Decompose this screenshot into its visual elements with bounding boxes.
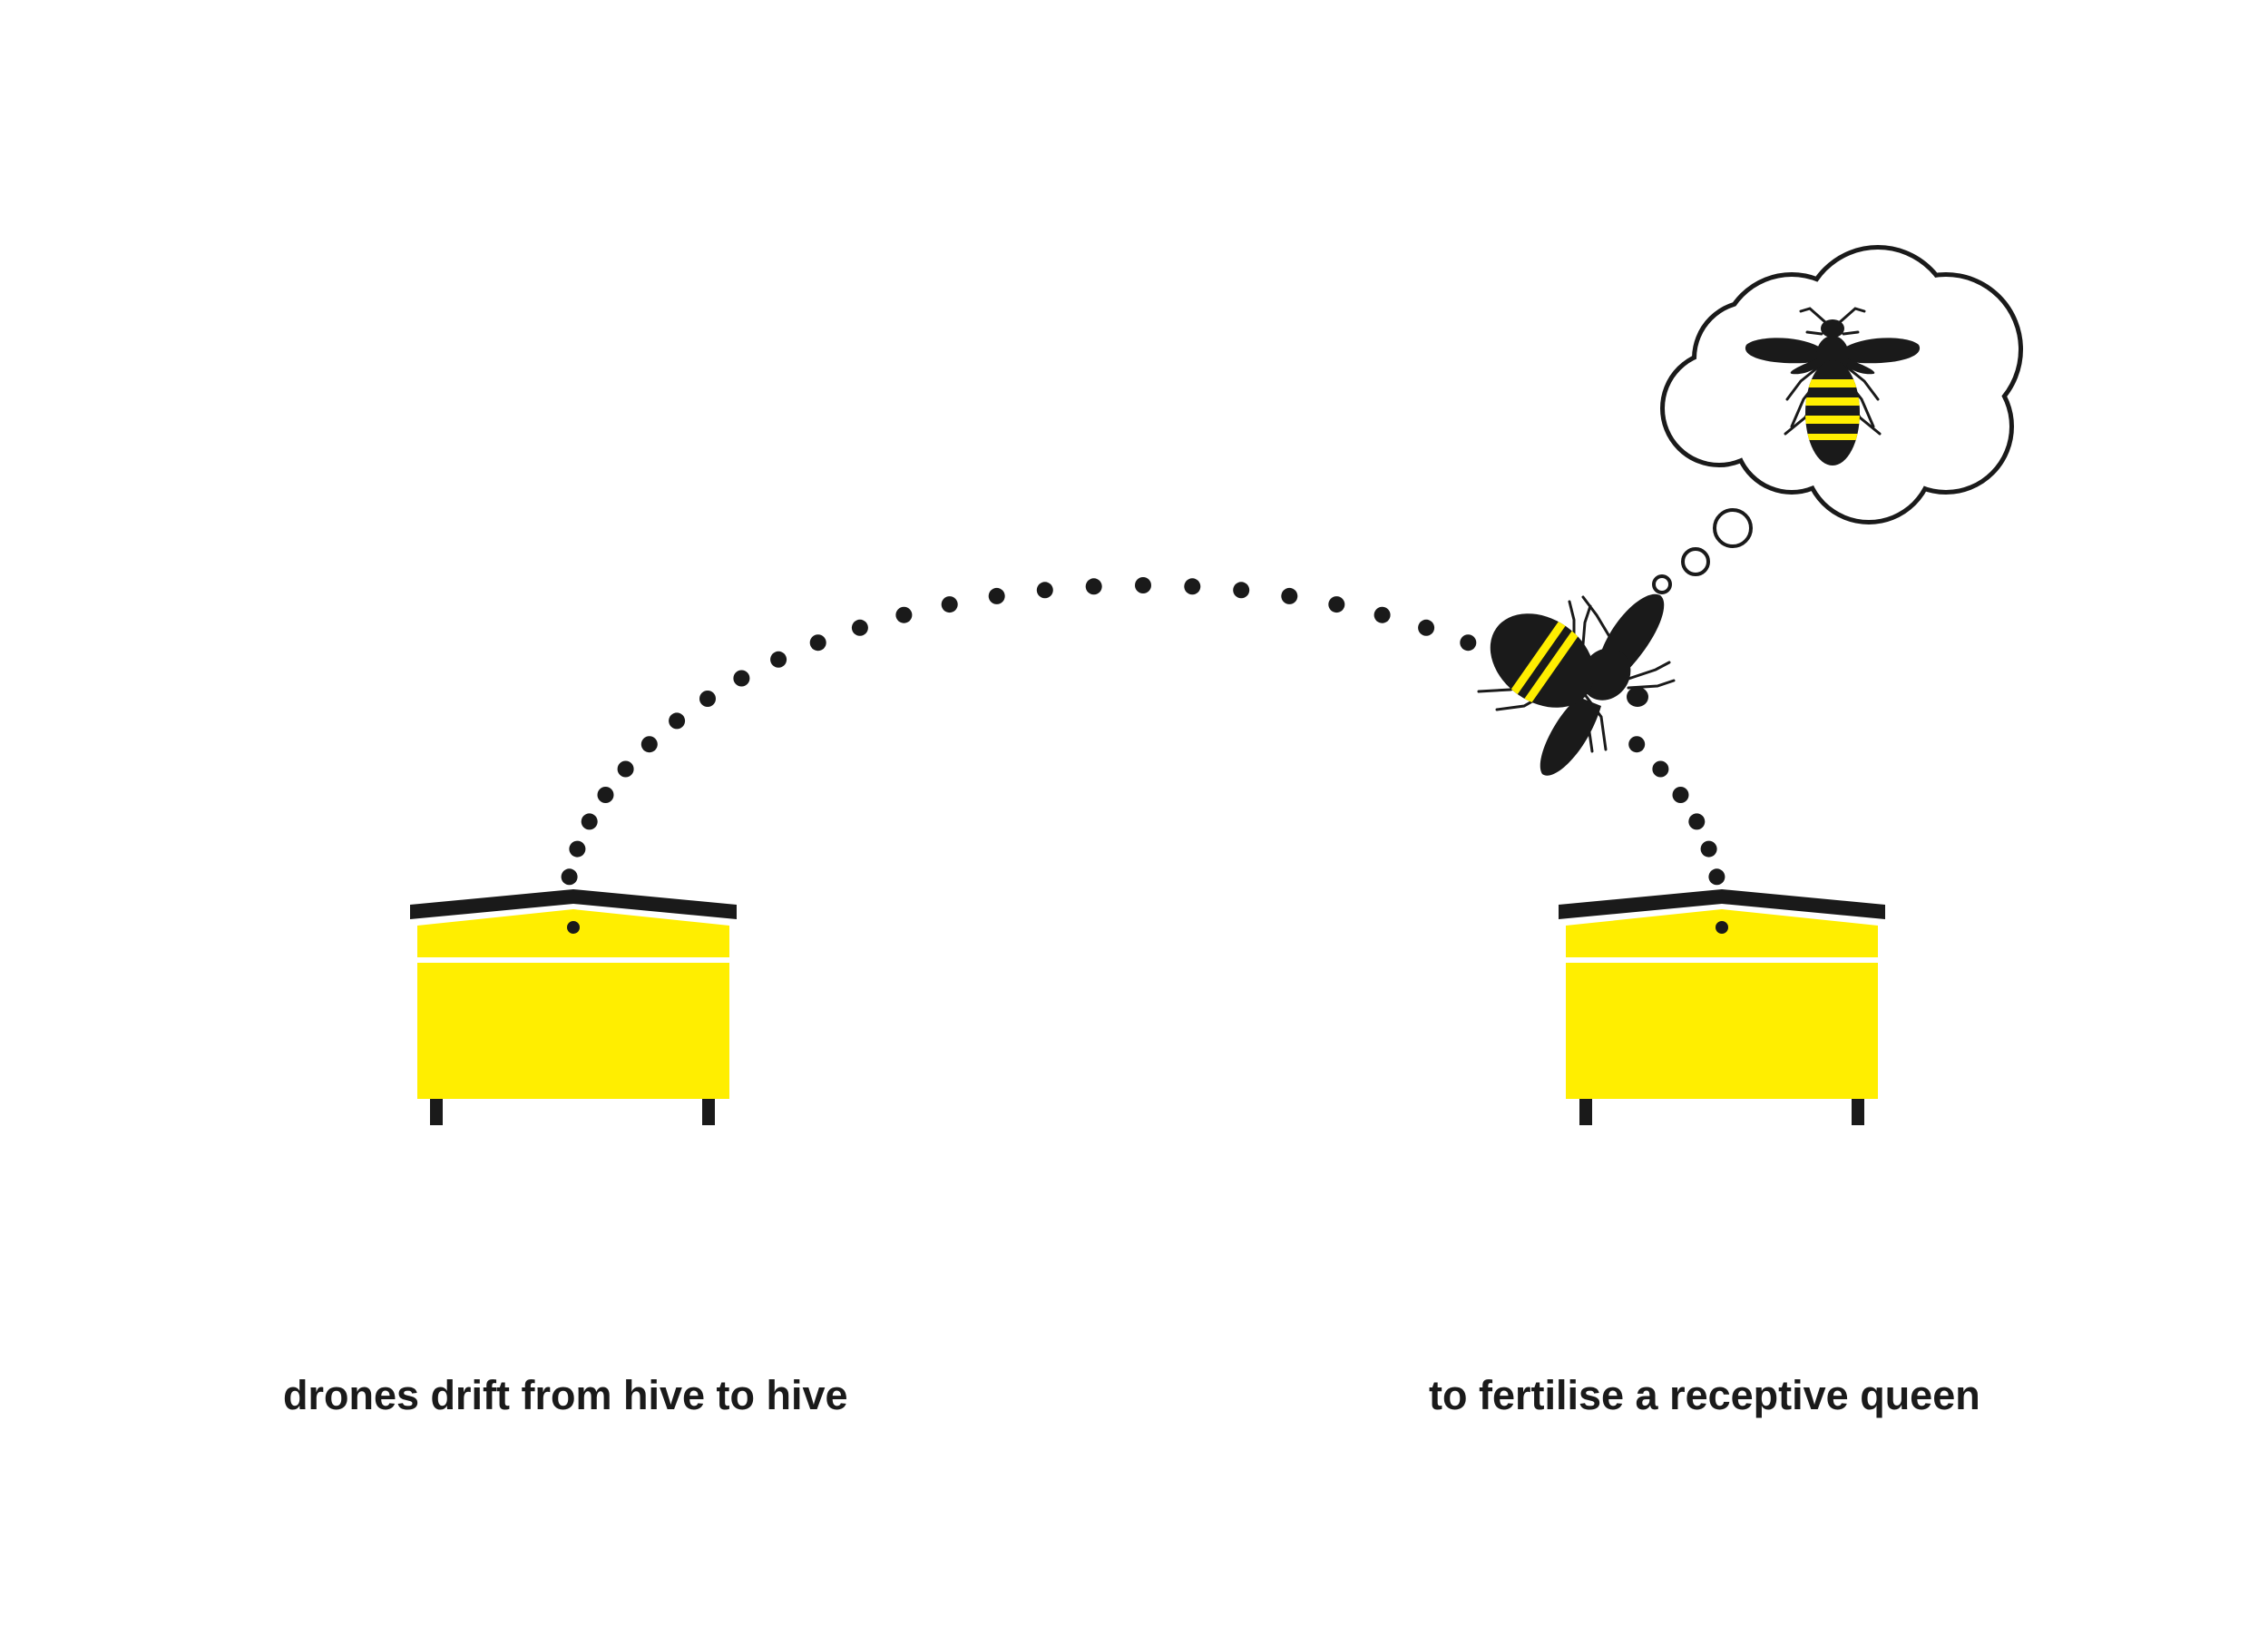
queen-wing-left [1745, 338, 1823, 364]
flight-path-dot [1281, 587, 1298, 604]
drone-head [1627, 687, 1648, 707]
hive-right-foot [1579, 1098, 1592, 1125]
hive-left-foot [702, 1098, 715, 1125]
caption-left: drones drift from hive to hive [283, 1372, 848, 1418]
queen-bee-icon [1745, 307, 1921, 466]
hive-right [1559, 889, 1885, 1125]
drone-bee [1477, 593, 1676, 776]
flight-path-dot [1233, 582, 1250, 599]
hive-left [410, 889, 737, 1125]
flight-path-dot [1328, 596, 1345, 613]
drone-wing-lower [1540, 697, 1601, 776]
flight-path-dot [1628, 736, 1646, 753]
flight-path-dot [733, 670, 750, 687]
hive-left-entrance [567, 921, 580, 934]
flight-path-dot [1672, 787, 1689, 803]
thought-trail-small [1652, 574, 1672, 594]
hive-right-lower-box [1566, 963, 1878, 1099]
thought-bubble-icon [1652, 245, 2023, 594]
flight-path-dot [1460, 634, 1477, 652]
queen-head [1821, 319, 1844, 338]
hive-left-lower-box [417, 963, 729, 1099]
hive-left-foot [430, 1098, 443, 1125]
flight-path [561, 577, 1725, 886]
flight-path-dot [1085, 578, 1102, 595]
queen-hindwing-right [1840, 357, 1875, 375]
beehive-icon [410, 889, 737, 1125]
flight-path-dot [1708, 868, 1725, 886]
flight-path-dot [640, 736, 658, 753]
flight-path-dot [1418, 619, 1435, 636]
drone-thorax [1580, 648, 1631, 701]
flight-path-dot [1036, 582, 1053, 599]
flight-path-dot [851, 619, 868, 636]
flight-path-dot [1184, 578, 1201, 595]
flight-path-dot [1688, 813, 1706, 830]
flight-path-dot [1135, 577, 1151, 593]
caption-right: to fertilise a receptive queen [1429, 1372, 1980, 1418]
flight-path-dot [569, 840, 586, 858]
flight-path-dot [581, 813, 598, 830]
hive-right-foot [1852, 1098, 1864, 1125]
flight-path-dot [597, 787, 614, 803]
flight-path-dot [561, 868, 578, 886]
flight-path-dot [770, 651, 787, 668]
queen-hindwing-left [1790, 357, 1825, 375]
flight-path-dot [988, 587, 1005, 604]
hive-left-roof [410, 889, 737, 919]
flight-path-dot [669, 712, 686, 730]
flight-path-dot [1700, 840, 1717, 858]
flight-path-dot [1374, 606, 1391, 623]
beehive-icon [1559, 889, 1885, 1125]
flight-path-dot [617, 760, 634, 778]
flight-path-dot [941, 596, 958, 613]
thought-bubble [1652, 245, 2023, 594]
drone-bee-icon [1477, 593, 1676, 776]
hive-right-entrance [1716, 921, 1728, 934]
hive-right-roof [1559, 889, 1885, 919]
flight-path-dot [809, 634, 826, 652]
thought-trail-medium [1681, 547, 1710, 576]
flight-path-dot [699, 691, 716, 707]
queen-wing-right [1842, 338, 1921, 364]
flight-path-dot [1652, 760, 1669, 778]
queen-abdomen [1805, 360, 1860, 466]
flight-path-dot [895, 606, 913, 623]
thought-trail-large [1713, 508, 1753, 548]
